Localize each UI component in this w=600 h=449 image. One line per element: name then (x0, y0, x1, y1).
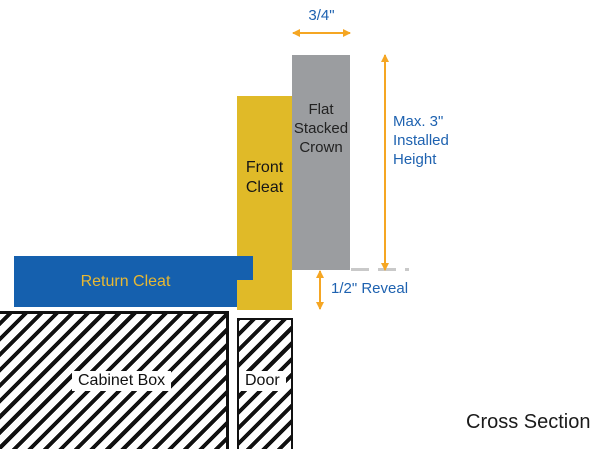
flat-stacked-crown-label: Flat Stacked Crown (293, 101, 349, 156)
crown-bottom-dashed-reference-line (351, 268, 409, 271)
return-cleat-label: Return Cleat (80, 272, 171, 290)
cabinet-box-label: Cabinet Box (72, 371, 172, 391)
door-label: Door (239, 371, 286, 391)
reveal-dimension-label: 1/2" Reveal (331, 280, 409, 297)
installed-height-dimension-label: Max. 3" Installed Height (393, 113, 449, 168)
crown-width-dimension-arrow (292, 29, 351, 37)
crown-width-dimension-label: 3/4" (308, 7, 335, 24)
flat-stacked-crown-shape: Flat Stacked Crown (292, 55, 350, 270)
installed-height-dimension-arrow (381, 54, 389, 271)
cabinet-box-shape (0, 311, 229, 449)
reveal-dimension-arrow (316, 270, 324, 310)
front-cleat-label: Front Cleat (245, 159, 284, 196)
return-cleat-shape: Return Cleat (14, 256, 237, 307)
diagram-caption: Cross Section (466, 411, 591, 433)
return-cleat-step-tab (237, 256, 253, 280)
